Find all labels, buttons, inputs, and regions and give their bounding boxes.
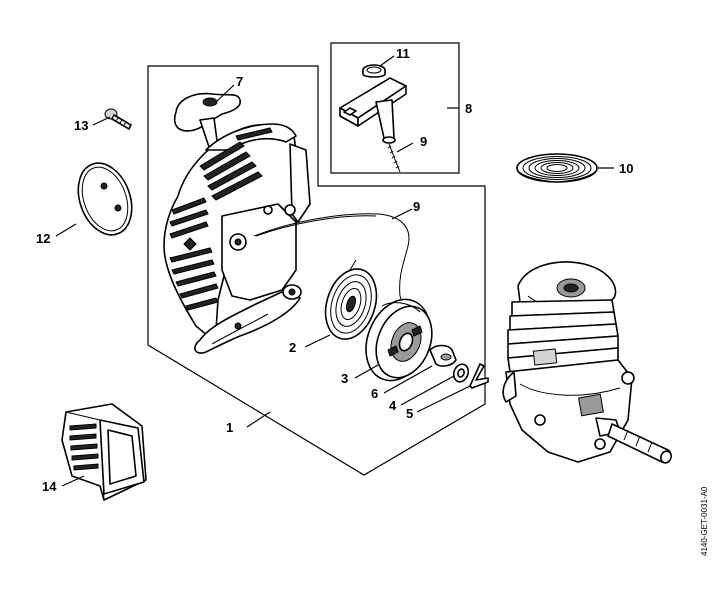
pawl-part [429,344,457,367]
starter-rope-part [253,213,410,303]
fan-housing-part [163,123,311,354]
cover-disc-part [77,162,133,236]
callout-11: 11 [396,46,410,61]
spiral-spring-part [516,153,598,183]
housing-slats [169,127,273,311]
rewind-spring-part [324,259,378,340]
callout-8: 8 [465,101,472,116]
callout-5: 5 [406,406,413,421]
callout-9-toolkit: 9 [420,134,427,149]
engine-block-part [502,261,672,464]
callout-7: 7 [236,74,243,89]
callout-12: 12 [36,231,50,246]
washer-part [452,363,470,383]
callout-6: 6 [371,386,378,401]
screw-part [104,108,132,130]
t-handle-tool-part [339,77,407,173]
assembly-outline [147,65,486,476]
spring-clip-part [469,363,489,389]
callout-3: 3 [341,371,348,386]
air-intake-part [61,403,147,501]
callout-labels: 1 2 3 4 5 6 7 8 9 9 10 11 12 13 14 [36,46,633,494]
intake-slats [69,423,99,471]
callout-10: 10 [619,161,633,176]
callout-2: 2 [289,340,296,355]
rope-rotor-part [365,298,433,382]
callout-13: 13 [74,118,88,133]
callout-4: 4 [389,398,397,413]
reference-code: 4140-GET-0031-A0 [700,486,709,556]
cap-part [362,64,386,78]
callout-1: 1 [226,420,233,435]
leader-lines [55,55,614,487]
callout-9-rope: 9 [413,199,420,214]
callout-14: 14 [42,479,57,494]
